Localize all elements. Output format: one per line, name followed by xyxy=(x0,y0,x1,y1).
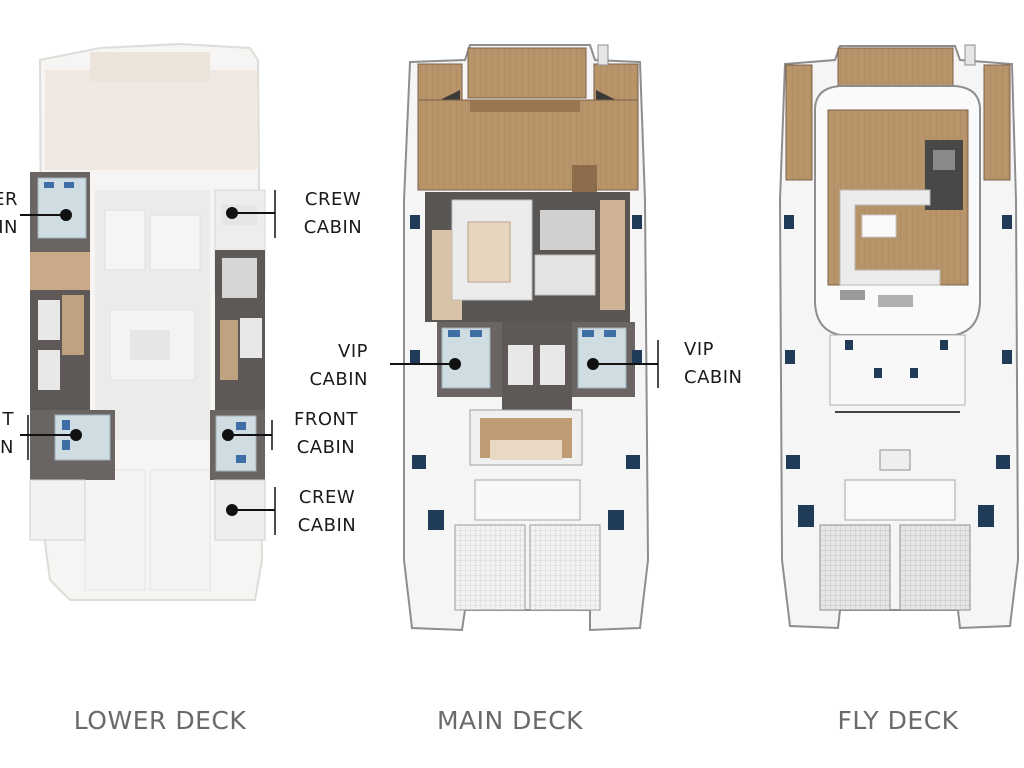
lower-deck-plan xyxy=(20,42,276,601)
label-main-vip-cabin-right: VIP CABIN xyxy=(684,339,743,388)
label-lower-crew-cabin-top: CREW CABIN xyxy=(303,189,363,238)
deck-title-fly: FLY DECK xyxy=(837,706,959,735)
label-main-vip-cabin-left: VIP CABIN xyxy=(309,341,368,390)
label-lower-front-cabin-right: FRONT CABIN xyxy=(294,409,358,458)
label-lower-master-cabin: ER IN xyxy=(0,189,18,238)
label-lower-front-cabin-left: T N xyxy=(0,409,14,458)
main-deck-plan xyxy=(390,44,659,632)
label-lower-crew-cabin-bottom: CREW CABIN xyxy=(297,487,357,536)
deck-title-main: MAIN DECK xyxy=(436,706,584,735)
deck-title-lower: LOWER DECK xyxy=(73,706,247,735)
fly-deck-plan xyxy=(778,44,1020,630)
